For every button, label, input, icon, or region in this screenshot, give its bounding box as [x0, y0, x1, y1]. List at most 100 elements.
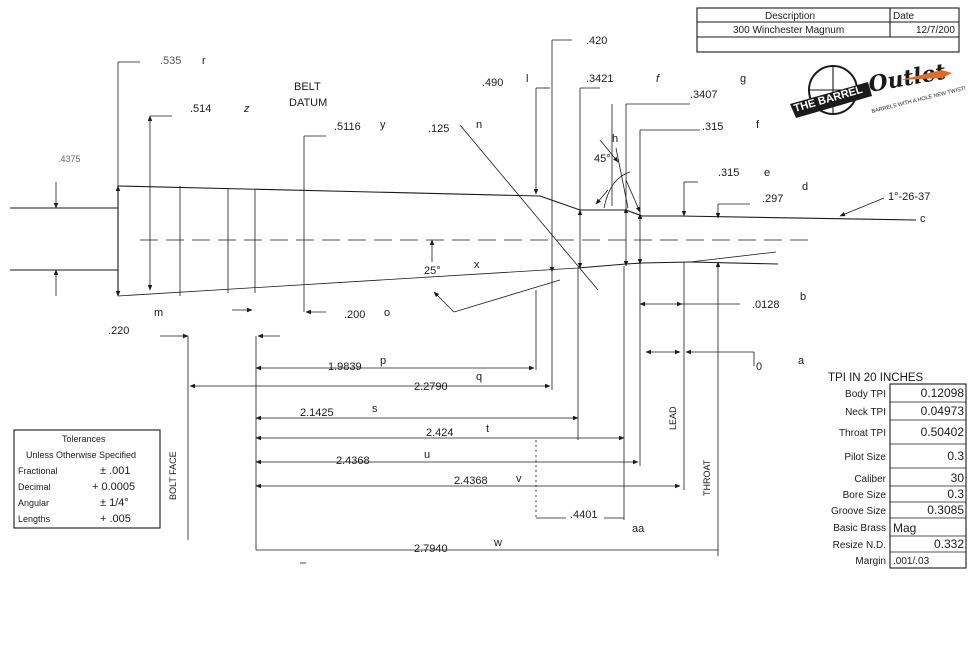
dim-21425: 2.1425 — [300, 407, 334, 419]
tol-label-0: Fractional — [18, 466, 58, 476]
tpi-value-5: 0.3 — [947, 487, 964, 501]
tpi-value-0: 0.12098 — [921, 386, 965, 400]
letter-o: o — [384, 307, 390, 319]
tpi-value-6: 0.3085 — [927, 503, 964, 517]
tpi-label-5: Bore Size — [843, 490, 887, 501]
tolerances-title: Tolerances — [62, 434, 106, 444]
bullet-icon — [900, 70, 952, 80]
tpi-label-2: Throat TPI — [839, 428, 886, 439]
tol-label-1: Decimal — [18, 482, 51, 492]
dim-297: .297 — [762, 193, 783, 205]
letter-p: p — [380, 355, 386, 367]
tolerances-box: Tolerances Unless Otherwise Specified Fr… — [13, 429, 161, 529]
tol-label-3: Lengths — [18, 514, 51, 524]
dim-125: .125 — [428, 123, 449, 135]
date-header: Date — [893, 11, 915, 22]
tpi-value-8: 0.332 — [934, 537, 964, 551]
dim-24368b: 2.4368 — [454, 475, 488, 487]
belt-datum-line2: DATUM — [289, 97, 327, 109]
dim-24368a: 2.4368 — [336, 455, 370, 467]
letter-r: r — [202, 55, 206, 67]
tpi-label-0: Body TPI — [845, 389, 886, 400]
letter-l: l — [526, 73, 528, 85]
chamber-profile — [10, 124, 917, 313]
letter-s: s — [372, 403, 378, 415]
tpi-value-3: 0.3 — [947, 449, 964, 463]
tpi-label-7: Basic Brass — [833, 523, 886, 534]
tpi-label-8: Resize N.D. — [833, 540, 886, 551]
letter-z: z — [243, 103, 250, 115]
letter-h: h — [612, 133, 618, 145]
letter-x: x — [474, 259, 480, 271]
bolt-face-label: BOLT FACE — [168, 451, 178, 500]
dim-27940: 2.7940 — [414, 543, 448, 555]
tpi-value-4: 30 — [951, 471, 965, 485]
tpi-label-9: Margin — [855, 556, 886, 567]
length-dimensions — [160, 139, 755, 551]
letter-e: e — [764, 167, 770, 179]
title-block: Description Date 300 Winchester Magnum 1… — [696, 7, 960, 53]
throat-label: THROAT — [702, 459, 712, 496]
dim-514: .514 — [190, 103, 211, 115]
letter-f2: f — [756, 119, 760, 131]
description-header: Description — [765, 11, 815, 22]
lead-label: LEAD — [668, 406, 678, 430]
dim-200: .200 — [344, 309, 365, 321]
dim-3421: .3421 — [586, 73, 614, 85]
letter-w: w — [493, 537, 502, 549]
letter-m: m — [154, 307, 163, 319]
tpi-label-1: Neck TPI — [845, 407, 886, 418]
letter-g: g — [740, 73, 746, 85]
description-value: 300 Winchester Magnum — [733, 25, 844, 36]
letter-a: a — [798, 355, 805, 367]
letter-b: b — [800, 291, 806, 303]
tpi-label-6: Groove Size — [831, 506, 886, 517]
dim-22790: 2.2790 — [414, 381, 448, 393]
letter-c: c — [920, 213, 926, 225]
letter-y: y — [380, 119, 386, 131]
angle-rifling: 1°-26-37 — [888, 191, 930, 203]
dim-315b: .315 — [718, 167, 739, 179]
angle-25: 25° — [424, 265, 441, 277]
tpi-value-9: .001/.03 — [893, 556, 930, 567]
tol-label-2: Angular — [18, 498, 49, 508]
tol-value-2: ± 1/4° — [100, 497, 129, 509]
dim-2424: 2.424 — [426, 427, 454, 439]
tol-value-3: + .005 — [100, 513, 131, 525]
letter-n: n — [476, 119, 482, 131]
tol-value-1: + 0.0005 — [92, 481, 135, 493]
dim-220: .220 — [108, 325, 129, 337]
dim-315a: .315 — [702, 121, 723, 133]
diameter-dimensions — [53, 39, 885, 556]
date-value: 12/7/200 — [916, 25, 955, 36]
dim-5116: .5116 — [334, 121, 361, 133]
tpi-value-7: Mag — [893, 521, 916, 535]
letter-t: t — [486, 423, 489, 435]
dim-0: 0 — [756, 361, 762, 373]
dim-19839: 1.9839 — [328, 361, 362, 373]
tpi-title: TPI IN 20 INCHES — [828, 372, 924, 384]
angle-45: 45° — [594, 153, 611, 165]
letter-aa: aa — [632, 523, 645, 535]
letter-q: q — [476, 371, 482, 383]
tpi-table: TPI IN 20 INCHES Body TPI 0.12098 Neck T… — [828, 372, 967, 569]
letter-v: v — [516, 473, 522, 485]
letter-d: d — [802, 181, 808, 193]
tpi-value-1: 0.04973 — [921, 404, 965, 418]
letter-u: u — [424, 449, 430, 461]
tolerances-subtitle: Unless Otherwise Specified — [26, 450, 136, 460]
drawing-labels: .4375 .535 r .514 z BELT DATUM .5116 y .… — [58, 35, 930, 564]
letter-f1: f — [656, 73, 660, 85]
barrel-outlet-logo: THE BARREL Outlet BARRELS WITH A HOLE NE… — [790, 59, 967, 118]
dim-4375: .4375 — [58, 154, 81, 164]
tpi-label-4: Caliber — [854, 474, 886, 485]
dim-3407: .3407 — [690, 89, 718, 101]
dim-4401: .4401 — [570, 509, 598, 521]
tpi-value-2: 0.50402 — [921, 425, 965, 439]
dim-0128: .0128 — [752, 299, 780, 311]
tol-value-0: ± .001 — [100, 465, 131, 477]
dim-420: .420 — [586, 35, 607, 47]
belt-datum-line1: BELT — [294, 81, 321, 93]
dim-535: .535 — [160, 55, 181, 67]
